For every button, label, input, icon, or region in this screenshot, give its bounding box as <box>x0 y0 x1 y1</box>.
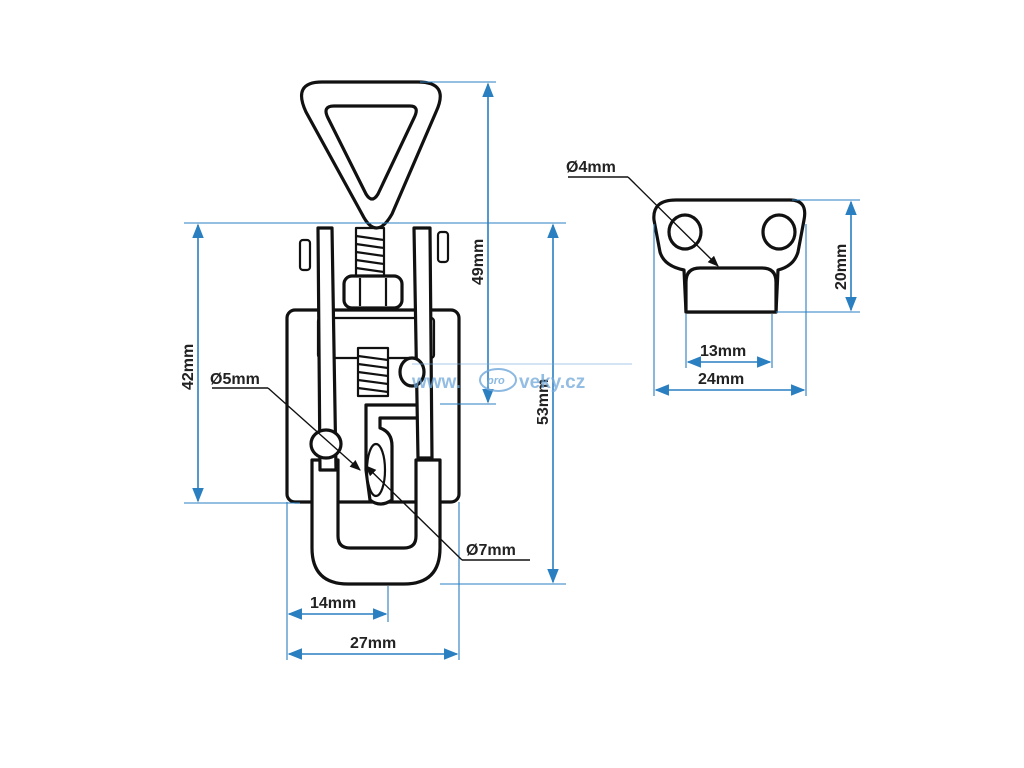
leader-5mm <box>267 387 361 471</box>
latch-dimensions: 49mm 42mm 53mm 14mm 27mm Ø5mm Ø7mm <box>180 81 566 660</box>
mounting-hole-5mm <box>309 428 343 460</box>
dim-label-dia-7mm: Ø7mm <box>466 542 516 559</box>
lever-ear-left <box>298 238 312 272</box>
leader-4mm <box>627 176 719 267</box>
dim-label-27mm: 27mm <box>350 635 396 652</box>
pivot-pin-right <box>398 356 426 388</box>
adjusting-nut <box>342 274 404 310</box>
latch-hook-loop <box>310 458 442 586</box>
dim-label-13mm: 13mm <box>700 343 746 360</box>
thread-lines-upper <box>355 234 385 274</box>
triangle-handle-inner <box>324 104 418 201</box>
thread-lines-lower <box>357 354 389 394</box>
dim-label-49mm: 49mm <box>470 239 487 285</box>
dim-label-53mm: 53mm <box>535 379 552 425</box>
watermark-logo-ring <box>479 368 517 392</box>
watermark: www. pro veky.cz <box>411 363 632 393</box>
lever-arm-right <box>412 226 434 460</box>
watermark-suffix: veky.cz <box>519 372 585 393</box>
lever-arm-left <box>316 226 338 472</box>
watermark-logo: pro <box>486 375 505 387</box>
dim-label-14mm: 14mm <box>310 595 356 612</box>
dim-label-42mm: 42mm <box>180 344 197 390</box>
dim-label-24mm: 24mm <box>698 371 744 388</box>
lever-ear-right <box>436 230 450 264</box>
catch-tongue <box>684 266 778 314</box>
dim-label-dia-4mm: Ø4mm <box>566 159 616 176</box>
toggle-latch-drawing <box>285 80 461 586</box>
dim-label-dia-5mm: Ø5mm <box>210 371 260 388</box>
leader-7mm <box>365 465 463 561</box>
dim-label-20mm: 20mm <box>833 244 850 290</box>
catch-hole-right <box>761 213 797 251</box>
catch-plate-drawing <box>652 198 807 314</box>
catch-dimensions: 20mm 13mm 24mm Ø4mm <box>566 159 860 396</box>
watermark-prefix: www. <box>411 372 461 393</box>
